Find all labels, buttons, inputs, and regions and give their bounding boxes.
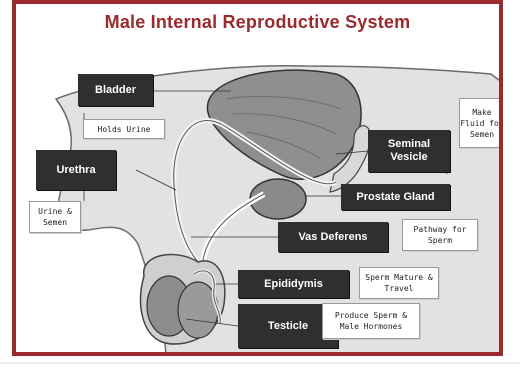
note-epididymis: Sperm Mature & Travel	[359, 267, 439, 299]
label-vas-deferens: Vas Deferens	[278, 222, 388, 252]
diagram-frame: Male Internal Reproductive System Bladde…	[12, 0, 503, 356]
bottom-divider	[0, 362, 520, 364]
note-urethra: Urine & Semen	[29, 201, 81, 233]
label-urethra: Urethra	[36, 150, 116, 190]
label-seminal-vesicle: Seminal Vesicle	[368, 130, 450, 172]
label-epididymis: Epididymis	[238, 270, 349, 298]
note-vas-deferens: Pathway for Sperm	[402, 219, 478, 251]
note-seminal-vesicle: Make Fluid for Semen	[459, 98, 503, 148]
label-prostate-gland: Prostate Gland	[341, 184, 450, 210]
note-testicle: Produce Sperm & Male Hormones	[322, 303, 420, 339]
note-bladder: Holds Urine	[83, 119, 165, 139]
label-bladder: Bladder	[78, 74, 153, 106]
diagram-title: Male Internal Reproductive System	[16, 12, 499, 33]
